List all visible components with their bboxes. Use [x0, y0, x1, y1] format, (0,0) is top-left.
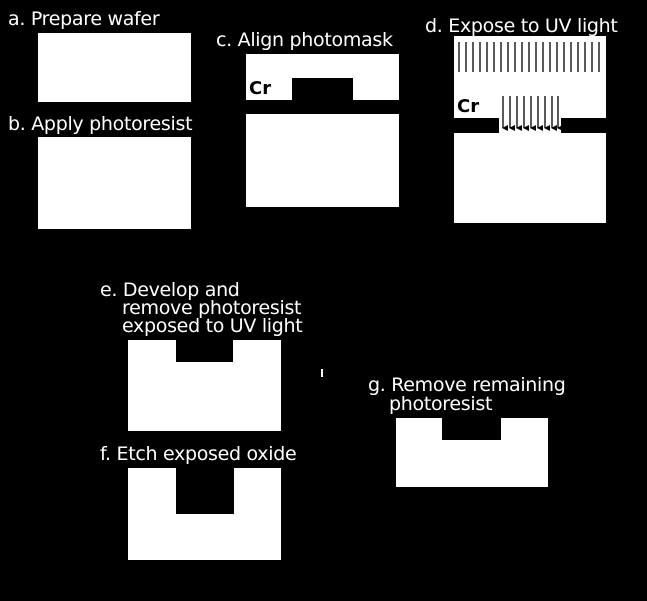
step-g-label-line-2: photoresist: [389, 393, 493, 415]
step-d-photomask: [454, 73, 606, 118]
step-a-wafer: [38, 33, 191, 102]
step-e-label-line-3: exposed to UV light: [122, 315, 303, 337]
step-f-wafer: [128, 468, 281, 560]
step-e-wafer: [128, 340, 281, 431]
step-g-wafer: [396, 418, 548, 487]
step-f-label: f. Etch exposed oxide: [100, 443, 297, 465]
step-d-wafer: [454, 133, 606, 223]
step-b-wafer: [38, 137, 191, 229]
step-d-uv-light: [454, 36, 606, 73]
step-a-label: a. Prepare wafer: [8, 8, 160, 30]
step-g-label-line-1: g. Remove remaining: [368, 374, 566, 396]
step-g-label: g. Remove remaining photoresist: [368, 376, 566, 414]
step-c-label: c. Align photomask: [216, 29, 393, 51]
step-c-chromium-label: Cr: [249, 78, 271, 99]
stray-mark: [321, 369, 323, 377]
step-e-label-line-1: e. Develop and: [100, 279, 240, 301]
step-c-wafer: [246, 114, 399, 207]
step-d-chromium-label: Cr: [457, 96, 479, 117]
step-b-label: b. Apply photoresist: [8, 113, 193, 135]
step-d-uv-arrows-through-mask: [499, 93, 563, 133]
step-e-label: e. Develop and remove photoresist expose…: [100, 279, 303, 337]
step-c-photomask: [246, 54, 399, 100]
step-e-label-line-2: remove photoresist: [122, 297, 302, 319]
step-d-label: d. Expose to UV light: [425, 15, 618, 37]
